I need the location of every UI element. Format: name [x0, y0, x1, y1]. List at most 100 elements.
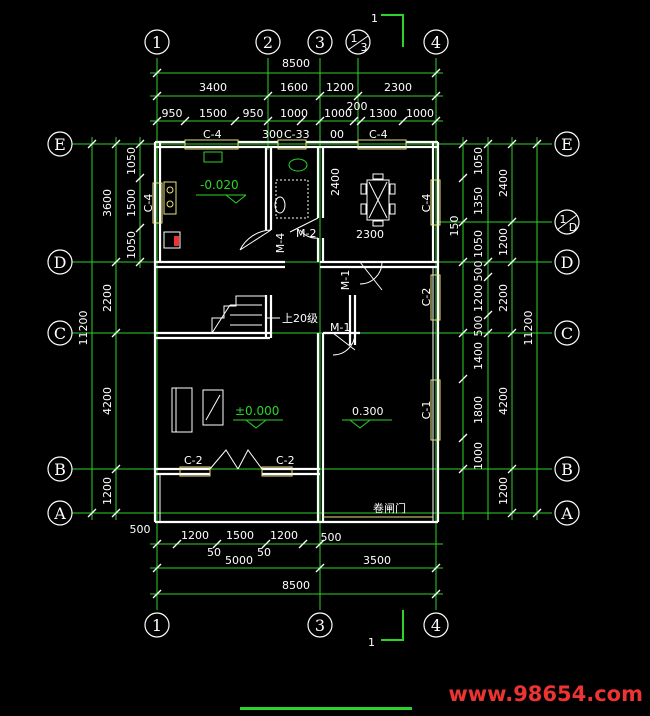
dim-bottom-50-a: 50 — [207, 546, 221, 559]
dim-bottom-50-b: 50 — [257, 546, 271, 559]
top-dimensions: 8500 3400 1600 1200 2300 950 1500 950 10… — [150, 57, 443, 126]
staircase — [211, 295, 280, 334]
dim-left-2200: 2200 — [101, 284, 114, 312]
label-c2-right: C-2 — [420, 288, 433, 307]
windows — [152, 139, 441, 518]
dim-left-1050-b: 1050 — [125, 231, 138, 259]
dim-top-total: 8500 — [282, 57, 310, 70]
dim-right-2200: 2200 — [497, 284, 510, 312]
watermark: www.98654.com — [448, 682, 643, 706]
dim-1000-c: 1000 — [406, 107, 434, 120]
dining-table — [360, 173, 396, 227]
dim-950-a: 950 — [162, 107, 183, 120]
dim-right-1050-b: 1050 — [472, 230, 485, 258]
dim-left-1200: 1200 — [101, 477, 114, 505]
right-axis-bubbles: E 1 D D C B A — [554, 131, 580, 526]
label-c2-bottom-right: C-2 — [276, 454, 295, 467]
dim-top-3400: 3400 — [199, 81, 227, 94]
dim-200: 200 — [347, 100, 368, 113]
bottom-axis-bubbles: 1 3 4 — [144, 612, 449, 638]
dim-right-1200-b: 1200 — [497, 477, 510, 505]
dim-bottom-500-b: 500 — [321, 531, 342, 544]
axis-right-B: B — [561, 460, 573, 479]
dim-bottom-1500: 1500 — [226, 529, 254, 542]
axis-left-C: C — [54, 324, 66, 343]
stair-note: 上20级 — [282, 312, 318, 325]
dim-bottom-3500: 3500 — [363, 554, 391, 567]
dim-right-1050-a: 1050 — [472, 147, 485, 175]
dim-left-1050-a: 1050 — [125, 147, 138, 175]
axis-top-4: 4 — [431, 33, 441, 52]
axis-top-sub-num: 1 — [351, 32, 358, 45]
dim-right-total: 11200 — [522, 311, 535, 346]
axis-left-A: A — [53, 504, 66, 523]
label-c4-right: C-4 — [420, 194, 433, 213]
bottom-dimensions: 500 1200 1500 1200 500 50 50 5000 3500 8… — [130, 523, 443, 599]
bottom-green-bar — [240, 707, 412, 710]
label-c33: C-33 — [284, 128, 310, 141]
dim-right-150: 150 — [448, 216, 461, 237]
dim-bottom-1200-a: 1200 — [181, 529, 209, 542]
axis-right-sub-den: D — [569, 221, 577, 234]
dim-left-4200: 4200 — [101, 387, 114, 415]
dim-1000-a: 1000 — [280, 107, 308, 120]
axis-top-sub-den: 3 — [361, 41, 368, 54]
dim-1000-b: 1000 — [324, 107, 352, 120]
level-garage: 0.300 — [352, 405, 384, 418]
door-note: 卷闸门 — [373, 501, 406, 515]
dim-right-1200-c: 1200 — [472, 284, 485, 312]
axis-bottom-1: 1 — [152, 616, 162, 635]
label-dim-2400: 2400 — [329, 168, 342, 196]
dim-right-1800: 1800 — [472, 396, 485, 424]
label-dim-00: 00 — [330, 128, 344, 141]
axis-left-E: E — [54, 135, 66, 154]
dim-bottom-1200-b: 1200 — [270, 529, 298, 542]
dim-bottom-total: 8500 — [282, 579, 310, 592]
level-kitchen: -0.020 — [200, 178, 239, 192]
label-c4-left: C-4 — [142, 194, 155, 213]
dim-left-3600: 3600 — [101, 189, 114, 217]
left-dimensions: 11200 3600 2200 4200 1200 1050 1500 1050 — [77, 137, 145, 520]
label-c4-top-left: C-4 — [203, 128, 222, 141]
dim-right-1400: 1400 — [472, 342, 485, 370]
doors — [209, 217, 383, 470]
label-c4-top-right: C-4 — [369, 128, 388, 141]
dim-right-2400: 2400 — [497, 169, 510, 197]
axis-top-2: 2 — [263, 33, 273, 52]
dim-left-1500: 1500 — [125, 189, 138, 217]
axis-bottom-4: 4 — [431, 616, 441, 635]
dim-right-4200: 4200 — [497, 387, 510, 415]
axis-right-D: D — [561, 253, 574, 272]
dim-right-500-b: 500 — [472, 316, 485, 337]
label-dim-2300: 2300 — [356, 228, 384, 241]
interior-walls — [155, 147, 438, 522]
dim-top-1200: 1200 — [326, 81, 354, 94]
dim-top-1600: 1600 — [280, 81, 308, 94]
label-m1-lower: M-1 — [330, 321, 350, 334]
label-c1-right: C-1 — [420, 401, 433, 420]
top-axis-bubbles: 1 2 3 1 3 4 — [144, 29, 449, 55]
dim-right-500-a: 500 — [472, 261, 485, 282]
dim-right-1200-a: 1200 — [497, 228, 510, 256]
dim-right-1350: 1350 — [472, 187, 485, 215]
dim-right-1000: 1000 — [472, 442, 485, 470]
dim-1500: 1500 — [199, 107, 227, 120]
level-markers — [196, 194, 392, 429]
dim-left-total: 11200 — [77, 311, 90, 346]
label-m2: M-2 — [296, 227, 316, 240]
axis-right-A: A — [560, 504, 573, 523]
axis-left-D: D — [54, 253, 67, 272]
section-mark-bottom: 1 — [368, 610, 404, 649]
axis-right-sub-num: 1 — [560, 213, 567, 226]
dim-1300: 1300 — [369, 107, 397, 120]
label-m1-upper: M-1 — [339, 270, 352, 290]
dim-bottom-5000: 5000 — [225, 554, 253, 567]
living-furniture — [171, 387, 224, 433]
dim-bottom-500-a: 500 — [130, 523, 151, 536]
axis-left-B: B — [54, 460, 66, 479]
element-labels: C-4 C-33 C-4 300 00 C-4 C-4 C-2 C-1 C-2 … — [142, 128, 433, 515]
left-axis-bubbles: E D C B A — [47, 131, 73, 526]
axis-right-C: C — [561, 324, 573, 343]
axis-right-E: E — [561, 135, 573, 154]
